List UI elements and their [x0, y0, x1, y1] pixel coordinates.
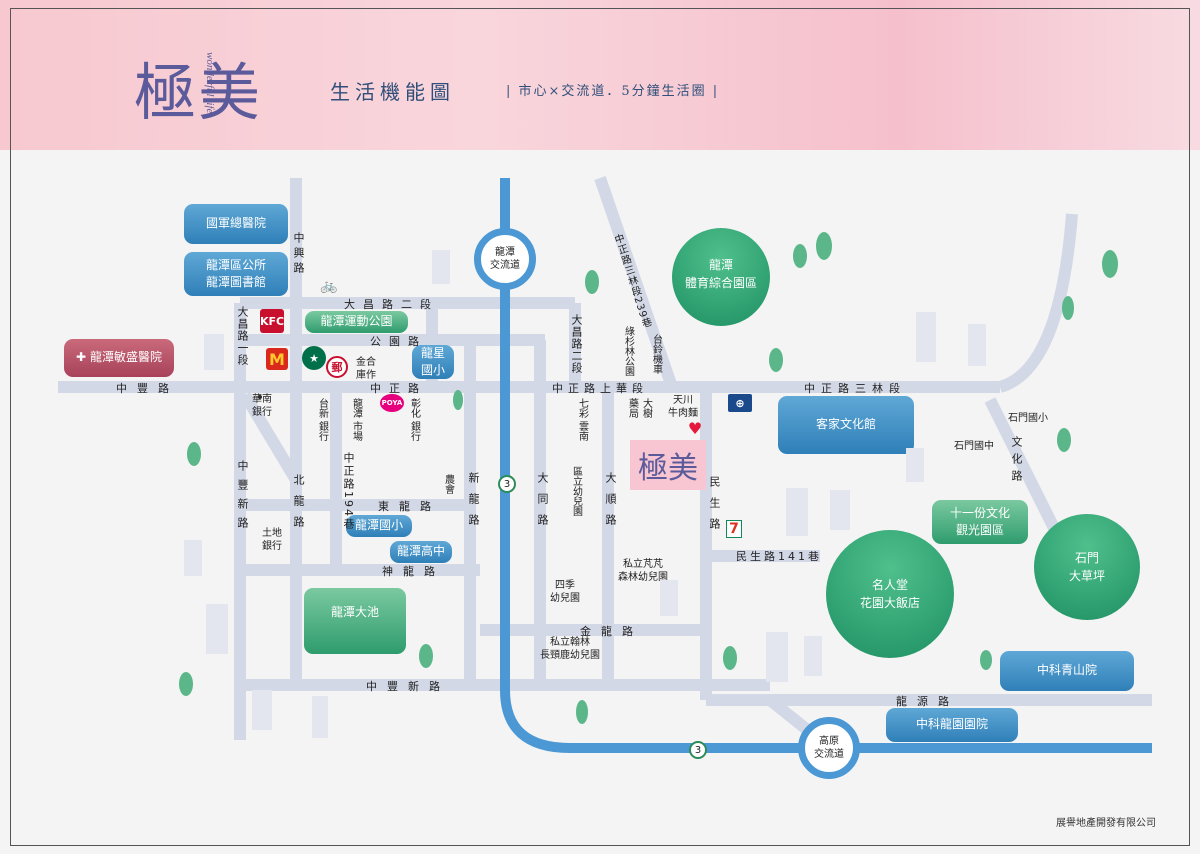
route-3-shield: 3 — [689, 741, 707, 759]
poi-hanlin-kindergarten: 私立翰林 長頸鹿幼兒園 — [540, 637, 600, 661]
road-label-wenhua: 文化路 — [1010, 436, 1023, 487]
road-label-datong: 大同路 — [536, 472, 549, 535]
road-label-dashun: 大順路 — [604, 472, 617, 535]
poi-dot — [258, 395, 262, 399]
road-label-shenlong: 神龍路 — [382, 565, 445, 578]
sports-center: 龍潭 體育綜合園區 — [672, 228, 770, 326]
poi-shimen-junior: 石門國中 — [954, 441, 994, 452]
mcdonalds-icon: M — [266, 348, 288, 370]
shimen-grassland: 石門 大草坪 — [1034, 514, 1140, 620]
poi-taixin-bank: 台新 銀行 — [316, 398, 328, 442]
road-label-minsheng: 民生路 — [708, 476, 721, 539]
company-credit: 展譽地產開發有限公司 — [1056, 818, 1156, 829]
hospital-cross-icon: ✚ — [75, 350, 87, 365]
longxing-elementary: 龍星 國小 — [412, 345, 454, 379]
poi-tianchuan: 天川 牛肉麵 — [668, 395, 698, 419]
qingshan-nursing: 中科青山院 — [1000, 651, 1134, 691]
longtan-highschool: 龍潭高中 — [390, 541, 452, 563]
road-label-zhongfeng-new: 中豐新路 — [366, 680, 450, 693]
pxmart-icon: ⊕ — [728, 394, 752, 412]
heart-icon: ♥ — [687, 418, 703, 438]
poi-longtan-market: 龍潭 市場 — [350, 398, 362, 442]
longyuan-nursing: 中科龍園園院 — [886, 708, 1018, 742]
poi-siji-kindergarten: 四季 幼兒園 — [550, 580, 580, 604]
seven-eleven-icon: 7 — [726, 520, 742, 538]
poi-farmers-assoc: 農會 — [442, 474, 454, 494]
gaoyuan-interchange: 高原 交流道 — [798, 717, 860, 779]
post-office-icon: 郵 — [326, 356, 348, 378]
road-label-dachang2: 大昌路二段 — [344, 298, 439, 311]
poi-lvshanlin-park: 綠杉林公園 — [622, 326, 634, 376]
road-label-zhongxing: 中興路 — [292, 232, 305, 277]
bicycle-icon: 🚲 — [320, 278, 338, 294]
longtan-interchange: 龍潭 交流道 — [474, 228, 536, 290]
highway-3 — [500, 178, 1152, 753]
road-label-minsheng141: 民生路141巷 — [736, 550, 822, 563]
page-subtitle: | 市心×交流道．5分鐘生活圈 | — [506, 84, 720, 99]
road-label-194: 中正路194巷 — [342, 452, 355, 531]
longtan-elementary: 龍潭國小 — [346, 515, 412, 537]
road-label-beilong: 北龍路 — [292, 474, 305, 537]
road-label-xinlong: 新龍路 — [467, 472, 480, 535]
kfc-icon: KFC — [260, 309, 284, 333]
road-label-jinlong: 金龍路 — [580, 625, 643, 638]
longtan-big-pond: 龍潭大池 — [304, 588, 406, 654]
poi-land-bank: 土地 銀行 — [262, 528, 282, 552]
poi-dashu: 大樹 — [640, 398, 652, 418]
road-label-zhongfeng: 中豐路 — [116, 382, 179, 395]
hakka-culture-hall: 客家文化館 — [778, 396, 914, 454]
army-hospital: 國軍總醫院 — [184, 204, 288, 244]
poi-pharmacy: 藥局 — [626, 398, 638, 418]
poi-changhua-bank: 彰化 銀行 — [408, 398, 420, 442]
poi-district-kindergarten: 區立幼兒園 — [570, 466, 582, 516]
poi-fanfan-kindergarten: 私立芃芃 森林幼兒園 — [618, 559, 668, 583]
poi-shimen-elementary: 石門國小 — [1008, 413, 1048, 424]
road-label-dachang2-v: 大昌路二段 — [570, 314, 583, 374]
poi-jinhe: 金合 庫作 — [356, 357, 376, 381]
shiyifen-park: 十一份文化 觀光園區 — [932, 500, 1028, 544]
minsheng-hospital: ✚ 龍潭敏盛醫院 — [64, 339, 174, 377]
project-site-marker: 極美 — [630, 440, 706, 490]
district-office: 龍潭區公所 龍潭圖書館 — [184, 252, 288, 296]
road-label-donglong: 東龍路 — [378, 500, 441, 513]
road-wenhua — [984, 397, 1066, 543]
road-sanlin-curve — [998, 213, 1078, 393]
route-3-shield: 3 — [498, 475, 516, 493]
poi-tailing: 台鈴機車 — [650, 334, 662, 374]
road-label-zhongzheng: 中正路 — [370, 382, 427, 395]
road-label-zhongfeng-xin-v: 中豐新路 — [236, 460, 249, 536]
road-label-zhongzheng-sanlin: 中正路三林段 — [804, 382, 906, 395]
starbucks-icon: ★ — [302, 346, 326, 370]
frame-border — [10, 8, 1190, 846]
poya-icon: POYA — [380, 394, 404, 412]
sports-park: 龍潭運動公園 — [305, 311, 408, 333]
road-sanlin-diag — [594, 176, 678, 389]
mingren-hotel: 名人堂 花園大飯店 — [826, 530, 954, 658]
road-label-longyuan: 龍源路 — [896, 695, 959, 708]
page-title: 生活機能圖 — [330, 80, 455, 104]
road-label-dachang1: 大昌路一段 — [236, 306, 249, 366]
poi-huanan-bank: 華南 銀行 — [252, 394, 272, 418]
header-banner — [0, 0, 1200, 150]
brand-tagline: wonderful life — [204, 52, 216, 114]
road-label-zhongzheng-shanghua: 中正路上華段 — [552, 382, 648, 395]
poi-qicai: 七彩 雲南 — [576, 398, 588, 442]
road-label-gongyuan: 公園路 — [370, 335, 427, 348]
brand-logo: 極美 — [134, 56, 263, 129]
